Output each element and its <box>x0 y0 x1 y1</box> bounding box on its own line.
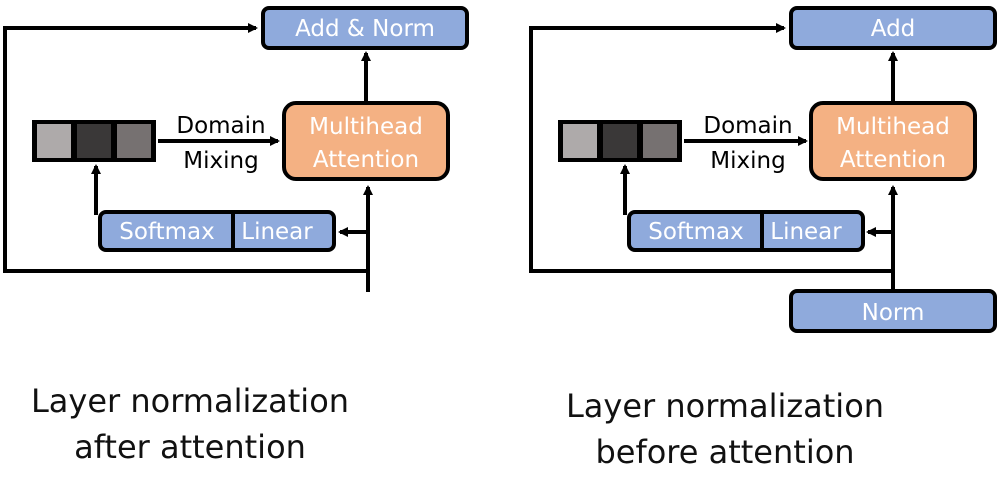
left-caption-line-2: after attention <box>74 428 306 466</box>
left-attention-box <box>282 101 450 181</box>
right-residual-line <box>529 23 893 273</box>
left-caption-line-1: Layer normalization <box>30 382 350 420</box>
left-attention-label-1: Multihead <box>309 114 423 140</box>
right-token-1 <box>563 124 597 158</box>
right-token-3 <box>643 124 677 158</box>
left-caption: Layer normalization after attention <box>10 378 370 470</box>
right-add-box <box>789 6 997 50</box>
right-norm-label: Norm <box>862 300 925 326</box>
right-attention-box <box>809 101 977 181</box>
right-attention-label-1: Multihead <box>836 114 950 140</box>
left-mixing-label-1: Domain <box>176 113 265 139</box>
left-token-3 <box>117 124 151 158</box>
left-softmax-label: Softmax <box>119 219 215 245</box>
right-mixing-label-2: Mixing <box>710 148 785 174</box>
right-caption-line-2: before attention <box>595 433 855 471</box>
right-token-2 <box>603 124 637 158</box>
left-softmax-linear-box <box>98 210 336 252</box>
right-linear-label: Linear <box>770 219 842 245</box>
left-mixing-label-2: Mixing <box>183 148 258 174</box>
right-diagram: Add Multihead Attention Domain Mixing So… <box>529 6 997 333</box>
left-diagram: Add & Norm Multihead Attention Domain Mi… <box>3 6 469 292</box>
left-token-2 <box>77 124 111 158</box>
left-token-1 <box>37 124 71 158</box>
left-residual-line <box>3 23 368 273</box>
left-linear-label: Linear <box>241 219 313 245</box>
right-add-label: Add <box>871 16 916 42</box>
right-softmax-linear-box <box>627 210 865 252</box>
right-caption-line-1: Layer normalization <box>565 387 885 425</box>
right-caption: Layer normalization before attention <box>545 383 905 475</box>
left-add-norm-box <box>261 6 469 50</box>
left-add-norm-label: Add & Norm <box>295 16 435 42</box>
right-softmax-label: Softmax <box>648 219 744 245</box>
right-mixing-label-1: Domain <box>703 113 792 139</box>
left-attention-label-2: Attention <box>313 147 419 173</box>
right-attention-label-2: Attention <box>840 147 946 173</box>
right-norm-box <box>789 289 997 333</box>
